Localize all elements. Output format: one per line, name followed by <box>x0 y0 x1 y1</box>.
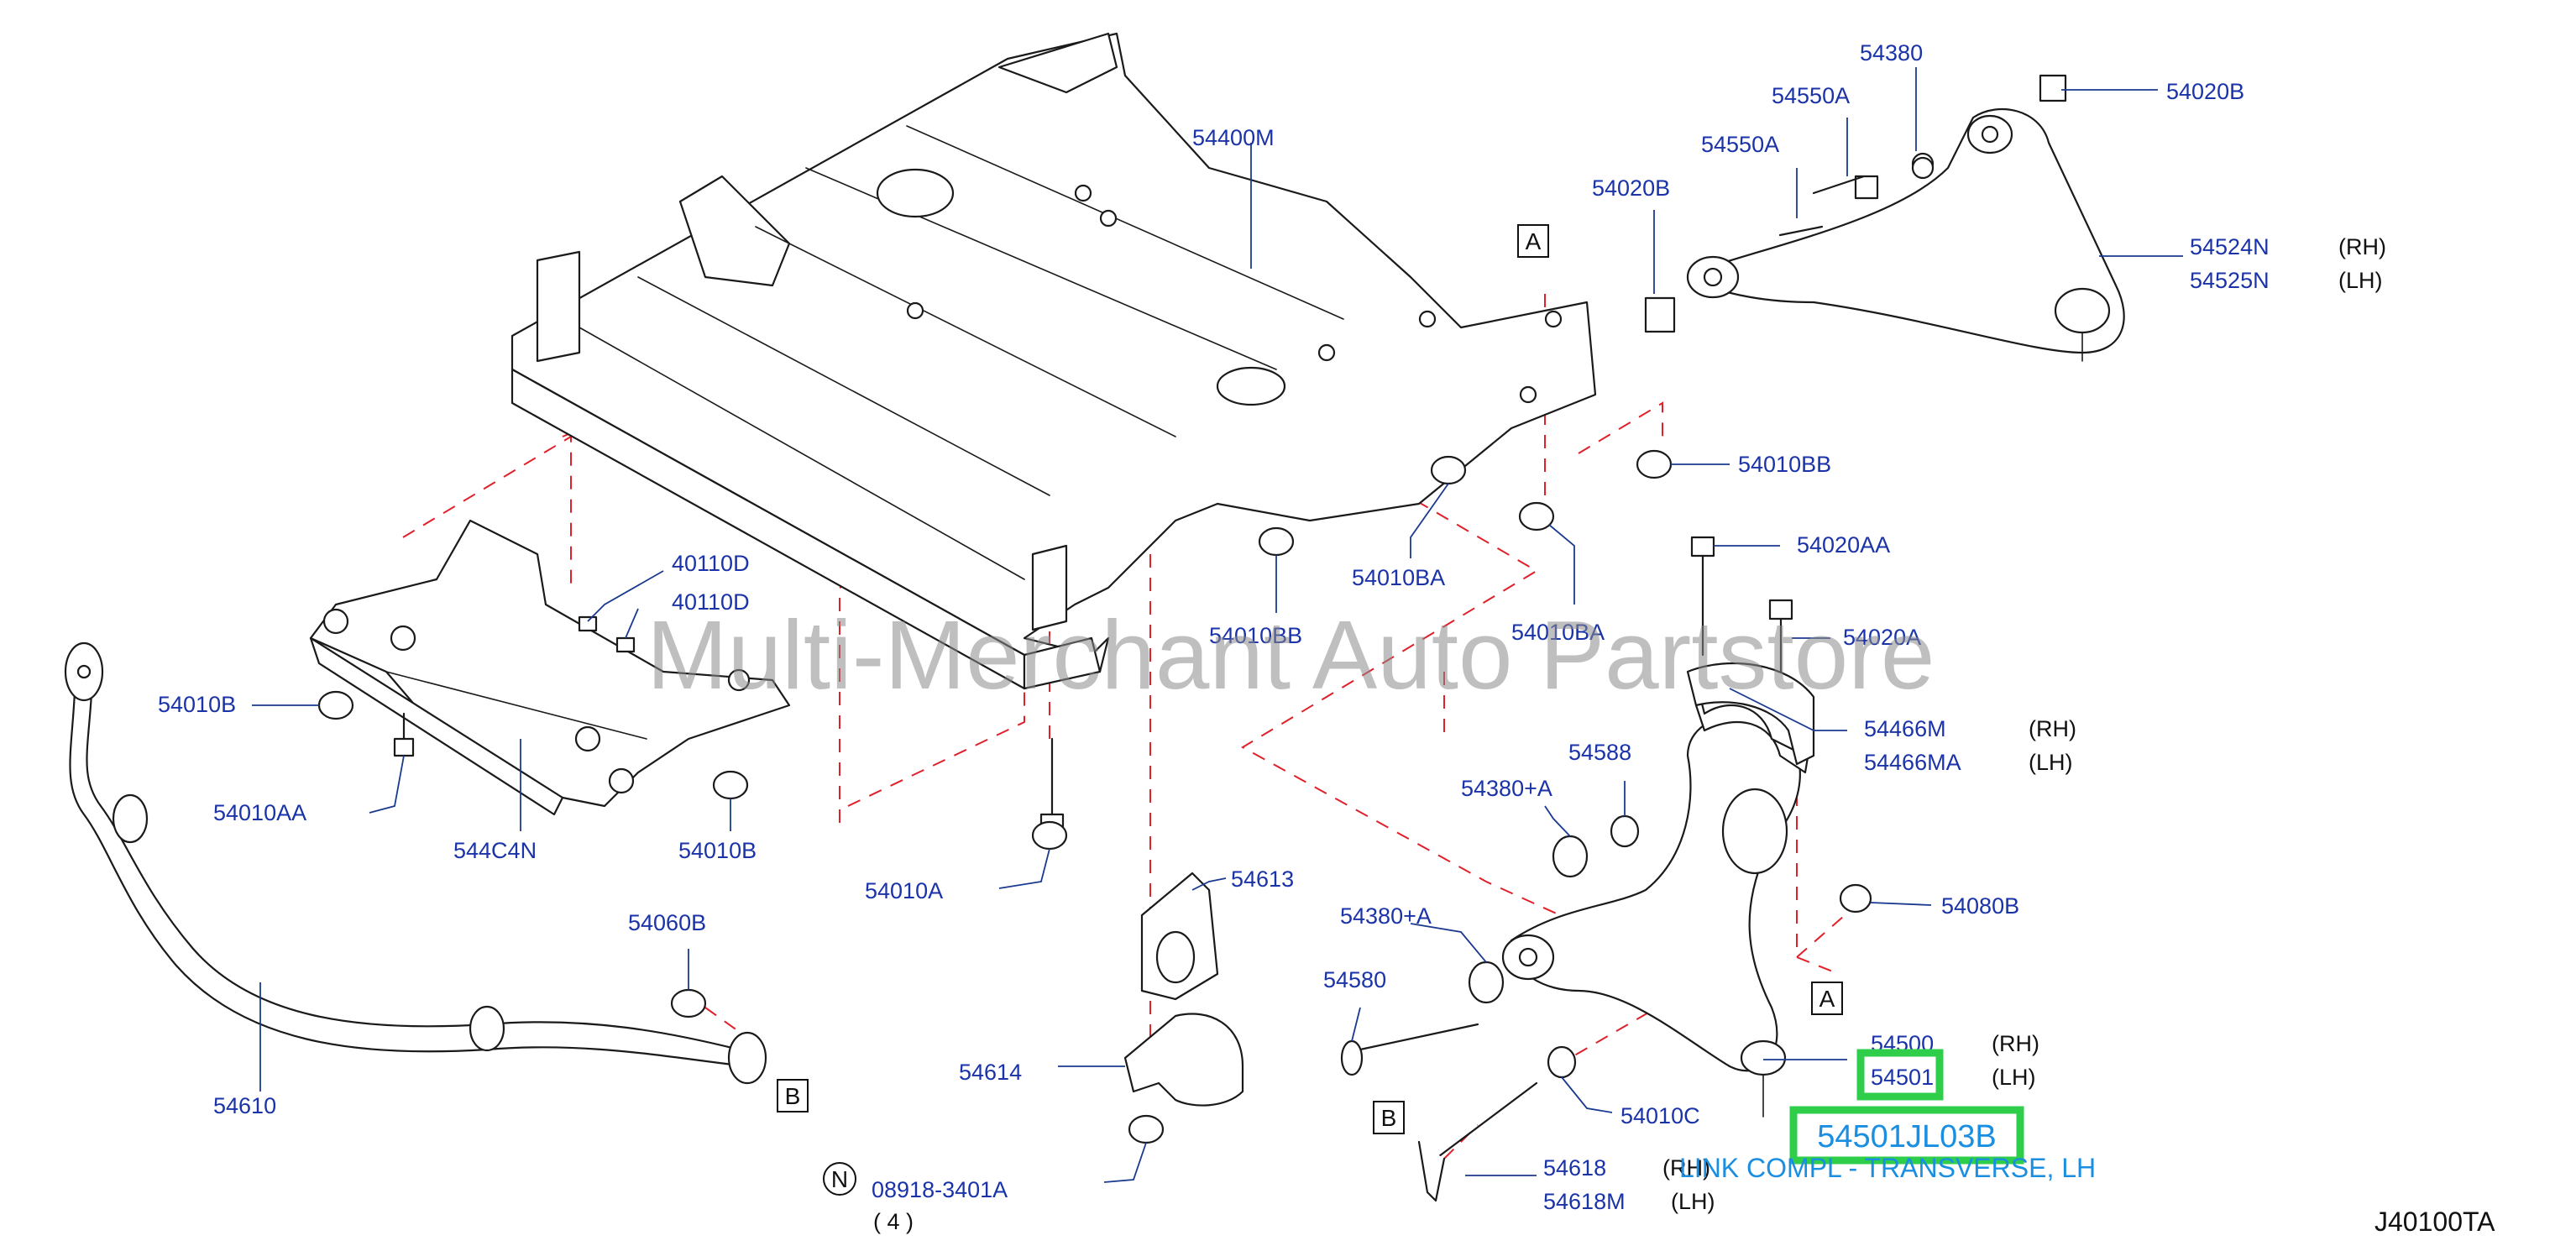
side-lh-54501: (LH) <box>1992 1065 2036 1090</box>
transverse-link-drawing <box>1501 664 1815 1118</box>
label-54466MA[interactable]: 54466MA <box>1864 750 1961 775</box>
label-54020A[interactable]: 54020A <box>1843 625 1921 650</box>
label-54550A-2[interactable]: 54550A <box>1701 132 1779 157</box>
highlighted-part-number[interactable]: 54501JL03B <box>1817 1119 1996 1154</box>
label-08918-3401A[interactable]: 08918-3401A <box>872 1177 1008 1202</box>
label-54550A-1[interactable]: 54550A <box>1772 83 1850 108</box>
svg-text:B: B <box>1381 1105 1397 1131</box>
label-54524N[interactable]: 54524N <box>2190 234 2270 259</box>
upper-link-drawing <box>1644 74 2125 362</box>
label-54400M[interactable]: 54400M <box>1192 125 1275 150</box>
label-quantity: ( 4 ) <box>873 1209 914 1234</box>
side-rh-54618: (RH) <box>1662 1155 1710 1181</box>
side-rh-54500: (RH) <box>1992 1031 2039 1056</box>
label-54588[interactable]: 54588 <box>1568 740 1631 765</box>
leader-lines <box>252 67 2183 1183</box>
label-54020B-1[interactable]: 54020B <box>1592 175 1670 201</box>
label-40110D-1[interactable]: 40110D <box>672 551 750 576</box>
label-54020B-2[interactable]: 54020B <box>2166 79 2244 104</box>
front-member-drawing <box>309 519 791 816</box>
front-subframe-drawing <box>510 32 1597 690</box>
label-54380A-2[interactable]: 54380+A <box>1340 903 1432 929</box>
label-54010BA-2[interactable]: 54010BA <box>1511 620 1605 645</box>
label-54618[interactable]: 54618 <box>1543 1155 1606 1181</box>
label-54020AA[interactable]: 54020AA <box>1797 532 1890 558</box>
label-54466M[interactable]: 54466M <box>1864 716 1946 741</box>
highlighted-part-description: LINK COMPL - TRANSVERSE, LH <box>1679 1153 2096 1183</box>
label-54380[interactable]: 54380 <box>1860 40 1923 65</box>
label-54010A[interactable]: 54010A <box>865 878 943 903</box>
label-54010BA-1[interactable]: 54010BA <box>1352 565 1445 590</box>
side-rh-54466M: (RH) <box>2029 716 2076 741</box>
label-54610[interactable]: 54610 <box>213 1093 276 1118</box>
highlight-part-number[interactable]: 54501JL03B <box>1789 1106 2024 1165</box>
diagram-code: J40100TA <box>2374 1207 2495 1237</box>
label-54618M[interactable]: 54618M <box>1543 1189 1626 1214</box>
label-54580[interactable]: 54580 <box>1323 967 1386 992</box>
label-54380A-1[interactable]: 54380+A <box>1461 776 1552 801</box>
ref-box-B-right: B <box>1373 1101 1405 1134</box>
label-54525N[interactable]: 54525N <box>2190 268 2270 293</box>
label-544C4N[interactable]: 544C4N <box>453 838 537 863</box>
label-54010B-1[interactable]: 54010B <box>158 692 236 717</box>
svg-text:A: A <box>1819 986 1835 1012</box>
side-lh-54618M: (LH) <box>1671 1189 1715 1214</box>
svg-text:N: N <box>831 1166 848 1192</box>
label-54010BB-1[interactable]: 54010BB <box>1738 452 1831 477</box>
highlight-54501 <box>1856 1049 1944 1101</box>
label-54080B[interactable]: 54080B <box>1941 893 2019 919</box>
label-54010C[interactable]: 54010C <box>1620 1103 1700 1128</box>
stabilizer-bar-drawing <box>64 641 767 1085</box>
watermark: Multi-Merchant Auto Partstore <box>647 600 1935 709</box>
svg-text:A: A <box>1526 228 1542 254</box>
ref-box-A-bottom: A <box>1811 982 1843 1015</box>
ref-box-A-top: A <box>1517 224 1549 258</box>
side-lh-54525N: (LH) <box>2338 268 2383 293</box>
label-54010B-2[interactable]: 54010B <box>678 838 757 863</box>
label-54010BB-2[interactable]: 54010BB <box>1209 623 1302 648</box>
side-rh-54524N: (RH) <box>2338 234 2386 259</box>
label-54060B[interactable]: 54060B <box>628 910 706 935</box>
label-54613[interactable]: 54613 <box>1231 866 1294 892</box>
ref-circle-N: N <box>823 1162 856 1196</box>
ref-box-B-left: B <box>777 1079 809 1112</box>
label-54501[interactable]: 54501 <box>1871 1065 1934 1090</box>
label-40110D-2[interactable]: 40110D <box>672 589 750 615</box>
part-labels: 54400M 54380 54550A 54550A 54020B 54020B… <box>158 40 2386 1234</box>
label-54010AA[interactable]: 54010AA <box>213 800 306 825</box>
svg-text:B: B <box>785 1083 801 1109</box>
side-lh-54466MA: (LH) <box>2029 750 2073 775</box>
label-54614[interactable]: 54614 <box>959 1060 1022 1085</box>
